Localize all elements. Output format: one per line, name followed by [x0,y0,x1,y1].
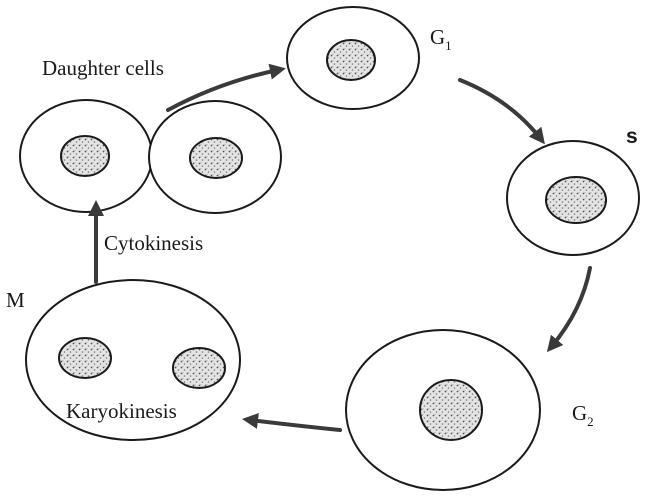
karyokinesis-label: Karyokinesis [66,399,177,423]
s-cell [506,140,640,256]
daughter-nucleus-right [189,137,243,179]
g2-label: G2 [572,401,594,429]
g1-nucleus [326,39,376,81]
daughter-cells [19,99,282,214]
daughter-nucleus-left [60,135,110,177]
m-nucleus-left [58,337,112,379]
g1-cell [286,6,420,110]
g2-cell [345,329,541,491]
arrow-g1-to-s [458,78,545,145]
daughter-cells-label: Daughter cells [42,56,164,80]
arrow-daughter-to-g1 [166,63,286,112]
g2-nucleus [419,379,483,441]
s-nucleus [545,176,607,224]
m-nucleus-right [172,347,226,389]
m-label: M [6,288,25,312]
m-cell-membrane [25,279,241,441]
cytokinesis-label: Cytokinesis [104,231,203,255]
arrow-g2-to-m [242,413,342,432]
s-label: s [626,125,638,148]
arrow-s-to-g2 [546,266,592,353]
g1-label: G1 [430,25,452,53]
m-cell [25,279,241,441]
